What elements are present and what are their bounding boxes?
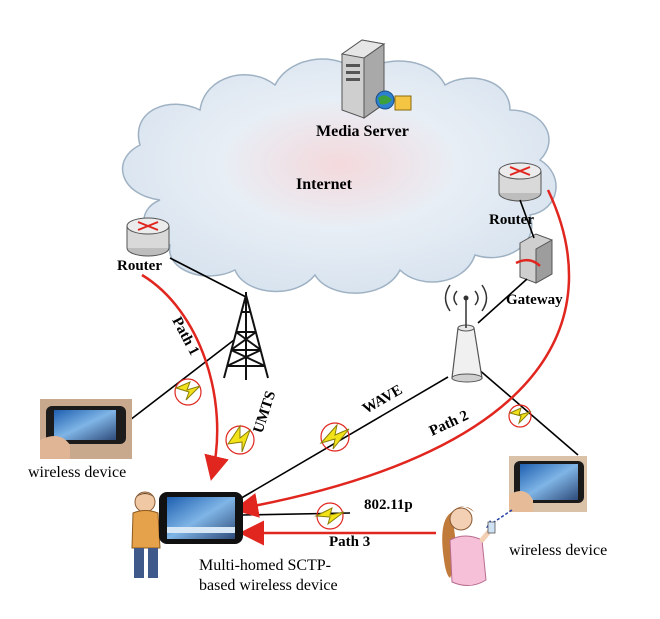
wireless-device-left-label: wireless device xyxy=(28,464,126,481)
multihomed-label-line1: Multi-homed SCTP- xyxy=(199,557,331,574)
person-icon-girl xyxy=(442,506,496,586)
internet-label: Internet xyxy=(296,176,353,193)
lightning-icon xyxy=(174,378,532,530)
internet-cloud: Internet xyxy=(121,58,557,294)
router-left-label: Router xyxy=(117,258,162,274)
umts-label: UMTS xyxy=(251,389,280,435)
person-icon-man xyxy=(131,491,161,578)
path2-label: Path 2 xyxy=(427,408,471,440)
phone-icon-multihomed xyxy=(159,492,243,544)
access-point-icon xyxy=(444,284,488,383)
gateway-icon xyxy=(515,233,553,284)
router-right-label: Router xyxy=(489,212,534,228)
wireless-device-right-label: wireless device xyxy=(509,542,607,559)
router-icon-left xyxy=(126,217,170,257)
red-paths xyxy=(141,189,571,546)
media-server-label: Media Server xyxy=(316,123,409,140)
multihomed-label-line2: based wireless device xyxy=(199,577,338,594)
p80211p-label: 802.11p xyxy=(364,497,413,513)
gateway-label: Gateway xyxy=(506,292,563,308)
path3-label: Path 3 xyxy=(329,534,370,550)
server-icon xyxy=(340,39,412,119)
wireless-device-right-photo xyxy=(509,456,587,512)
wireless-device-left-photo xyxy=(40,399,132,459)
cell-tower-icon xyxy=(223,292,269,380)
router-icon-right xyxy=(498,162,542,202)
wave-label: WAVE xyxy=(360,382,405,417)
